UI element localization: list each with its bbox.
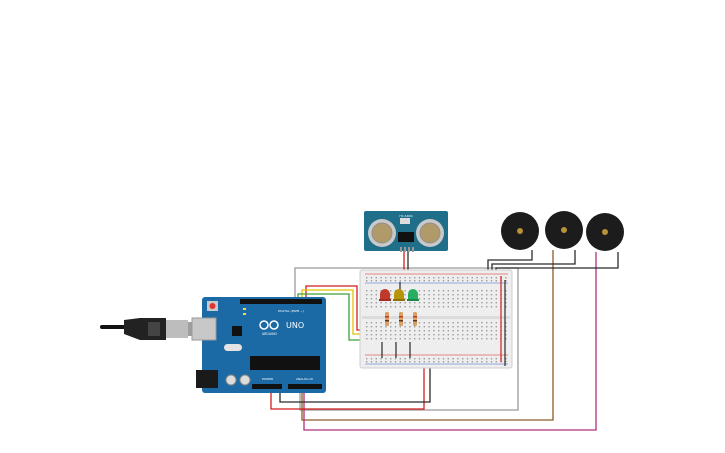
resistor-3 (413, 312, 417, 326)
wire-brown[interactable] (301, 250, 554, 421)
breadboard[interactable] (359, 269, 513, 369)
buzzer-2[interactable] (545, 211, 583, 249)
digital-header[interactable] (240, 299, 322, 304)
uno-label: UNO (286, 321, 304, 330)
ultrasonic-sensor[interactable]: HC-SR04 (364, 211, 448, 252)
wire-black-ground[interactable] (279, 362, 431, 403)
wire-magenta[interactable] (303, 252, 597, 431)
digital-label: DIGITAL (PWM ~) (278, 309, 304, 313)
resistor-1 (385, 312, 389, 326)
usb-port (191, 317, 217, 341)
buzzer-1[interactable] (501, 212, 539, 250)
analog-header[interactable] (288, 384, 322, 389)
resistors[interactable] (385, 312, 417, 326)
arduino-label: ARDUINO (262, 332, 278, 336)
analog-label: ANALOG IN (296, 377, 313, 381)
wire-red-power[interactable] (270, 365, 425, 410)
wires (270, 250, 619, 431)
wire-gray[interactable] (294, 267, 519, 411)
power-jack (196, 370, 218, 388)
sensor-label: HC-SR04 (399, 214, 412, 218)
led-red[interactable] (379, 289, 391, 301)
reset-button[interactable] (209, 303, 216, 309)
arduino-logo (259, 320, 279, 330)
buzzer-3[interactable] (586, 213, 624, 251)
led-green[interactable] (407, 289, 419, 301)
led-yellow[interactable] (393, 289, 405, 301)
breadboard-jumpers (381, 276, 506, 366)
wire-black-buzzer-1[interactable] (487, 250, 533, 275)
power-label: POWER (262, 377, 273, 381)
usb-cable[interactable] (100, 318, 202, 340)
arduino-uno-board[interactable]: UNO ARDUINO DIGITAL (PWM ~) POWER ANALOG… (191, 297, 326, 393)
power-header[interactable] (252, 384, 282, 389)
resistor-2 (399, 312, 403, 326)
atmega-chip (250, 356, 320, 370)
